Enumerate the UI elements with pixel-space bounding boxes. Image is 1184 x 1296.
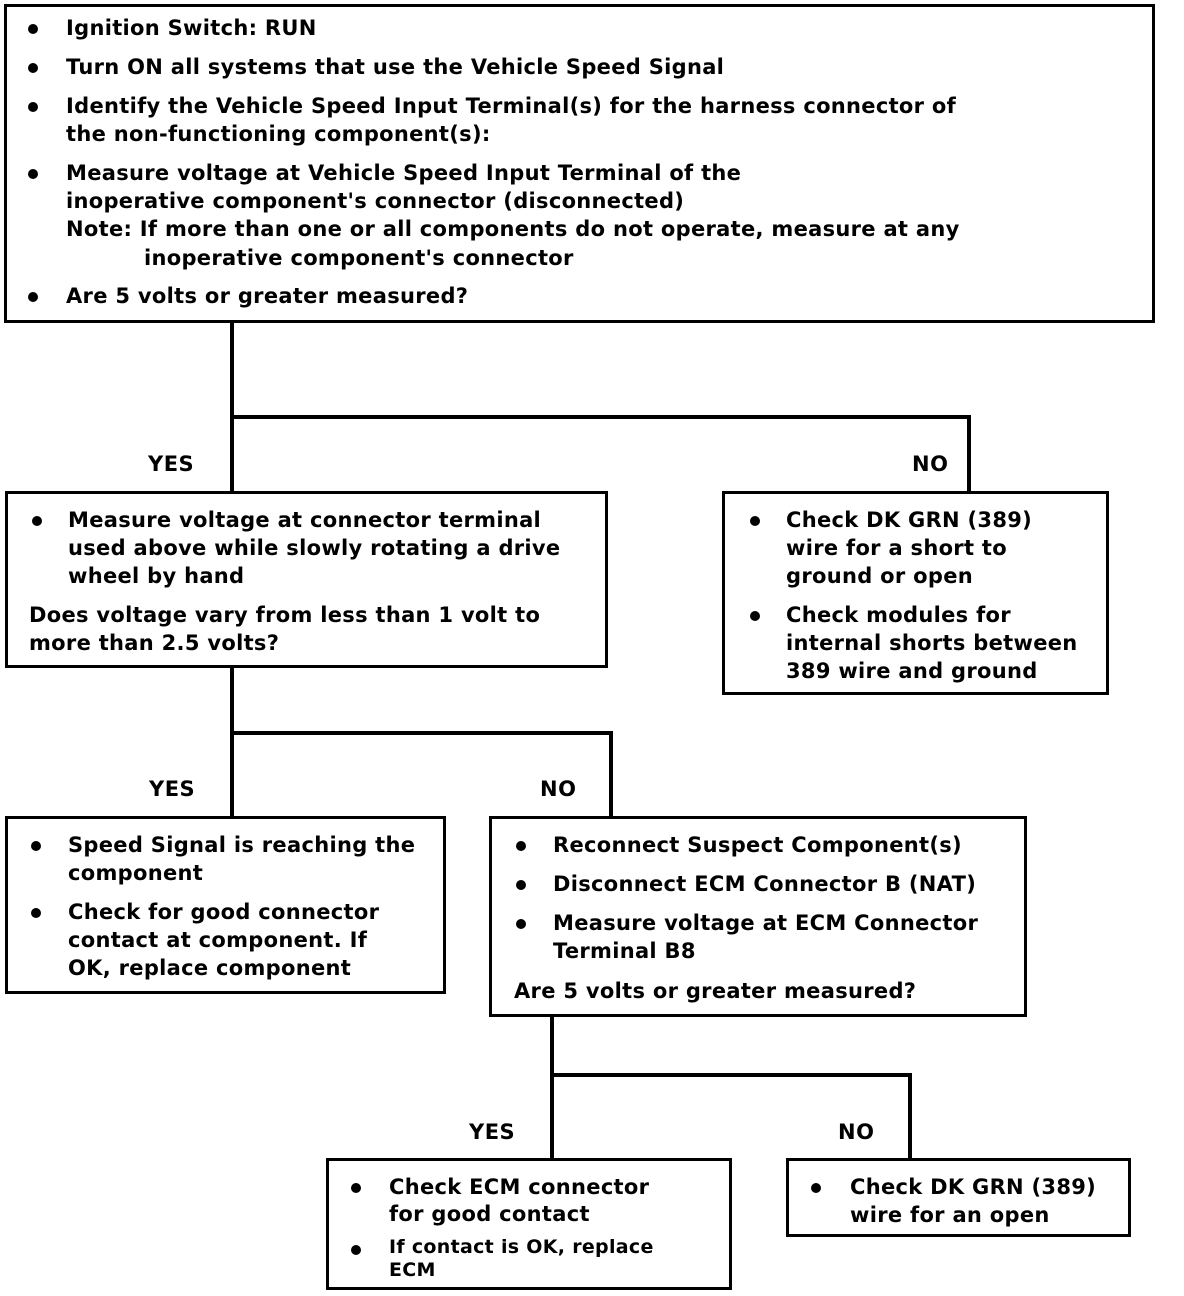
step-box-replace-ecm (326, 1158, 732, 1290)
yes-label: YES (149, 777, 196, 801)
yes-label: YES (469, 1120, 516, 1144)
step-text: inoperative component's connector (disco… (66, 189, 685, 213)
step-text: ECM (389, 1259, 436, 1281)
step-text: wire for a short to (786, 536, 1007, 560)
step-text: Measure voltage at ECM Connector (553, 911, 979, 935)
question-text: Are 5 volts or greater measured? (514, 979, 917, 1003)
step-text: contact at component. If (68, 928, 368, 952)
connector-line (609, 731, 613, 819)
step-text: OK, replace component (68, 956, 352, 980)
step-text: component (68, 861, 204, 885)
connector-line (230, 415, 971, 419)
bullet-icon (750, 516, 760, 526)
step-box-initial-check (4, 4, 1155, 323)
connector-line (908, 1073, 912, 1161)
bullet-icon (28, 169, 38, 179)
step-text: wire for an open (850, 1203, 1050, 1227)
bullet-icon (31, 908, 41, 918)
bullet-icon (516, 841, 526, 851)
step-text: If contact is OK, replace (389, 1236, 654, 1258)
step-text: Measure voltage at Vehicle Speed Input T… (66, 161, 742, 185)
connector-line (550, 1017, 554, 1160)
connector-line (967, 415, 971, 493)
step-text: internal shorts between (786, 631, 1078, 655)
step-text: Measure voltage at connector terminal (68, 508, 542, 532)
step-box-check-short (722, 491, 1109, 695)
connector-line (230, 668, 234, 819)
bullet-icon (811, 1183, 821, 1193)
connector-line (230, 731, 613, 735)
bullet-icon (351, 1245, 361, 1255)
step-text: Disconnect ECM Connector B (NAT) (553, 872, 977, 896)
no-label: NO (540, 777, 577, 801)
step-text: Turn ON all systems that use the Vehicle… (66, 55, 725, 79)
step-box-rotate-wheel (5, 491, 608, 668)
bullet-icon (32, 516, 42, 526)
step-text: Ignition Switch: RUN (66, 16, 317, 40)
step-text: Check DK GRN (389) (850, 1175, 1097, 1199)
question-text: more than 2.5 volts? (29, 631, 280, 655)
step-text: Speed Signal is reaching the (68, 833, 416, 857)
step-text: for good contact (389, 1202, 590, 1226)
bullet-icon (31, 841, 41, 851)
bullet-icon (516, 880, 526, 890)
step-box-signal-ok (5, 816, 446, 994)
bullet-icon (516, 919, 526, 929)
step-box-ecm-check (489, 816, 1027, 1017)
bullet-icon (28, 292, 38, 302)
step-text: Check ECM connector (389, 1175, 650, 1199)
note-text: Note: If more than one or all components… (66, 217, 960, 241)
step-text: Identify the Vehicle Speed Input Termina… (66, 94, 957, 118)
step-text: ground or open (786, 564, 974, 588)
no-label: NO (912, 452, 949, 476)
question-text: Are 5 volts or greater measured? (66, 284, 469, 308)
connector-line (550, 1073, 912, 1077)
step-text: 389 wire and ground (786, 659, 1038, 683)
step-text: Check DK GRN (389) (786, 508, 1033, 532)
question-text: Does voltage vary from less than 1 volt … (29, 603, 541, 627)
yes-label: YES (148, 452, 195, 476)
bullet-icon (28, 63, 38, 73)
bullet-icon (351, 1183, 361, 1193)
step-text: used above while slowly rotating a drive (68, 536, 561, 560)
step-text: Check modules for (786, 603, 1011, 627)
step-text: Terminal B8 (553, 939, 696, 963)
bullet-icon (28, 24, 38, 34)
step-box-check-open (786, 1158, 1131, 1237)
bullet-icon (750, 611, 760, 621)
step-text: the non-functioning component(s): (66, 122, 491, 146)
bullet-icon (28, 102, 38, 112)
step-text: Reconnect Suspect Component(s) (553, 833, 962, 857)
connector-line (230, 323, 234, 494)
step-text: Check for good connector (68, 900, 380, 924)
step-text: wheel by hand (68, 564, 245, 588)
no-label: NO (838, 1120, 875, 1144)
note-text: inoperative component's connector (144, 246, 574, 270)
